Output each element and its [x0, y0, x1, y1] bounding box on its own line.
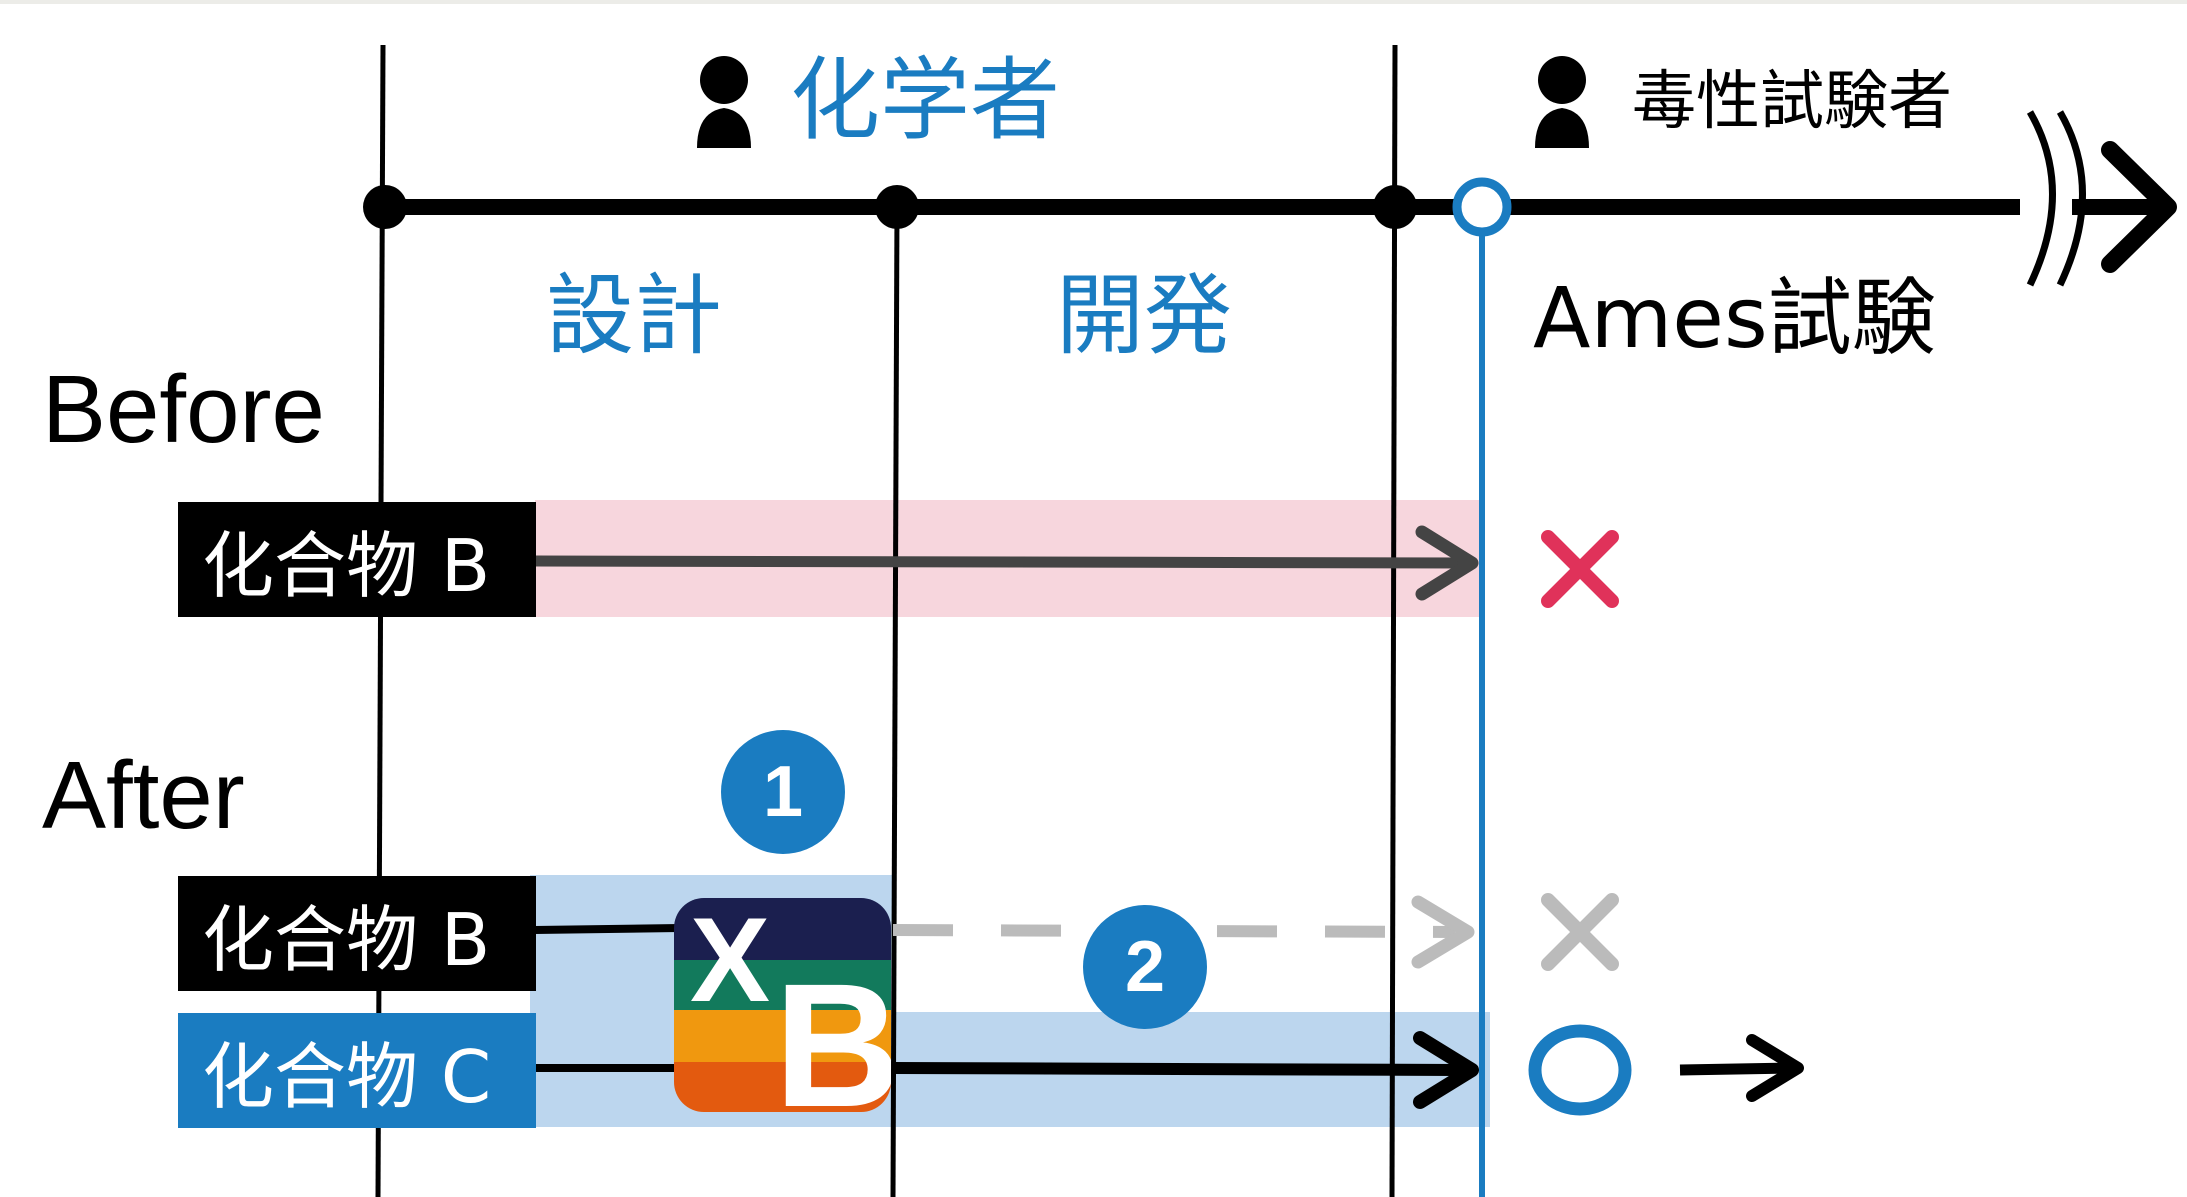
step-2-badge: 2 [1083, 905, 1207, 1029]
logo-band-1 [674, 898, 891, 960]
timeline-arrowhead-icon [2101, 141, 2177, 273]
timeline-node-2 [875, 185, 919, 229]
skipped-cross-icon [1541, 893, 1619, 971]
separator-line-2 [890, 204, 900, 1197]
xb-logo: X B [674, 898, 891, 1112]
after-compound-c-tag: 化合物 C [178, 1013, 536, 1128]
phase-design-label: 設計 [546, 264, 723, 367]
phase-ames-label: Ames試験 [1533, 269, 1936, 367]
after-c-arrow [892, 1062, 1461, 1076]
separator-line-1 [375, 44, 386, 1197]
logo-band-3 [674, 1010, 891, 1062]
ames-timeline-node [1452, 177, 1512, 237]
timeline-node-3 [1373, 185, 1417, 229]
after-compound-b-tag: 化合物 B [178, 876, 536, 991]
chemist-person-icon [697, 56, 751, 148]
after-b-arrowhead-icon [1411, 895, 1475, 969]
step-1-badge: 1 [721, 730, 845, 854]
role-chemist-label: 化学者 [790, 48, 1060, 153]
timeline-node-1 [363, 185, 407, 229]
continue-arrow [1679, 1062, 1791, 1076]
after-b-dashed-arrow [892, 924, 1456, 938]
logo-band-2 [674, 960, 891, 1010]
fail-cross-icon [1541, 530, 1619, 608]
toxicologist-person-icon [1535, 56, 1589, 148]
before-compound-b-tag: 化合物 B [178, 502, 536, 617]
section-before-label: Before [42, 356, 325, 463]
logo-letter-b: B [774, 948, 891, 1112]
logo-band-4 [674, 1062, 891, 1112]
top-border [0, 0, 2187, 4]
section-after-label: After [42, 742, 245, 849]
separator-line-3 [1389, 44, 1398, 1197]
before-b-arrow [534, 555, 1466, 569]
after-c-arrowhead-icon [1413, 1031, 1479, 1109]
timeline-break-icon-2 [2056, 110, 2086, 287]
pass-circle-icon [1528, 1024, 1632, 1116]
before-b-arrowhead-icon [1415, 525, 1479, 601]
role-toxicologist-label: 毒性試験者 [1632, 65, 1952, 139]
phase-development-label: 開発 [1056, 264, 1233, 367]
timeline-break-icon [2026, 110, 2056, 287]
after-b-input-line [534, 924, 681, 934]
continue-arrowhead-icon [1746, 1034, 1804, 1102]
logo-letter-x: X [690, 898, 771, 1027]
